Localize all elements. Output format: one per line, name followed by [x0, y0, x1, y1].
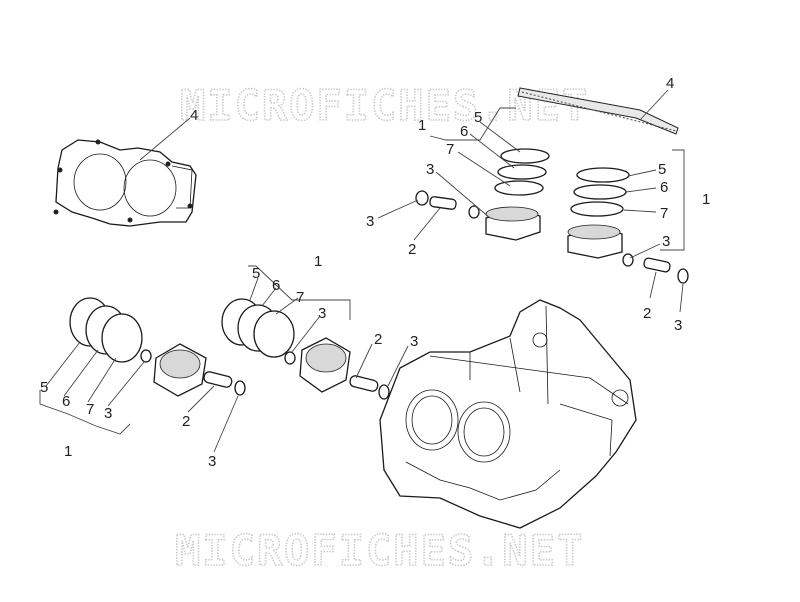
- callout-clip3-rt-a: 3: [426, 161, 434, 178]
- piston-set-middle: [221, 298, 390, 400]
- callout-group-left: 1: [64, 443, 72, 460]
- callout-ring5-rt2: 5: [658, 161, 666, 178]
- callout-group-right-top: 1: [418, 117, 426, 134]
- watermark-bottom: MICROFICHES.NET: [175, 526, 584, 575]
- watermark-top: MICROFICHES.NET: [180, 81, 589, 130]
- piston-set-right-top: [415, 148, 550, 241]
- callout-clip3-mid-a: 3: [318, 305, 326, 322]
- cylinder-block-part: [379, 299, 637, 529]
- callout-clip3-rt2-a: 3: [662, 233, 670, 250]
- callout-pin2-mid: 2: [374, 331, 382, 348]
- callout-pin2-rt: 2: [408, 241, 416, 258]
- piston-set-left: [69, 297, 246, 397]
- callout-clip3-left-a: 3: [104, 405, 112, 422]
- callout-group-mid: 1: [314, 253, 322, 270]
- callout-head-gasket-right: 4: [666, 75, 674, 92]
- callout-ring6-rt2: 6: [660, 179, 668, 196]
- callout-pin2-rt2: 2: [643, 305, 651, 322]
- callout-ring6-rt: 6: [460, 123, 468, 140]
- head-gasket-left-part: [53, 139, 197, 227]
- callout-ring5-mid: 5: [252, 265, 260, 282]
- callout-ring6-left: 6: [62, 393, 70, 410]
- callout-clip3-rt-b: 3: [366, 213, 374, 230]
- callout-head-gasket-left: 4: [190, 107, 198, 124]
- callout-ring7-rt2: 7: [660, 205, 668, 222]
- callout-ring6-mid: 6: [272, 277, 280, 294]
- head-gasket-right-part: [517, 87, 679, 135]
- callout-ring5-rt: 5: [474, 109, 482, 126]
- callout-ring5-left: 5: [40, 379, 48, 396]
- leader-lines: [39, 89, 685, 453]
- callouts: 4 4 1 5 6 7 3 3 2 5 6 7 1 3 2 3 1 5 6 7 …: [40, 75, 710, 470]
- callout-ring7-rt: 7: [446, 141, 454, 158]
- callout-ring7-left: 7: [86, 401, 94, 418]
- callout-clip3-rt2-b: 3: [674, 317, 682, 334]
- callout-clip3-left-b: 3: [208, 453, 216, 470]
- callout-group-right-side: 1: [702, 191, 710, 208]
- piston-set-right-second: [567, 167, 689, 284]
- callout-ring7-mid: 7: [296, 289, 304, 306]
- callout-clip3-mid-b: 3: [410, 333, 418, 350]
- callout-pin2-left: 2: [182, 413, 190, 430]
